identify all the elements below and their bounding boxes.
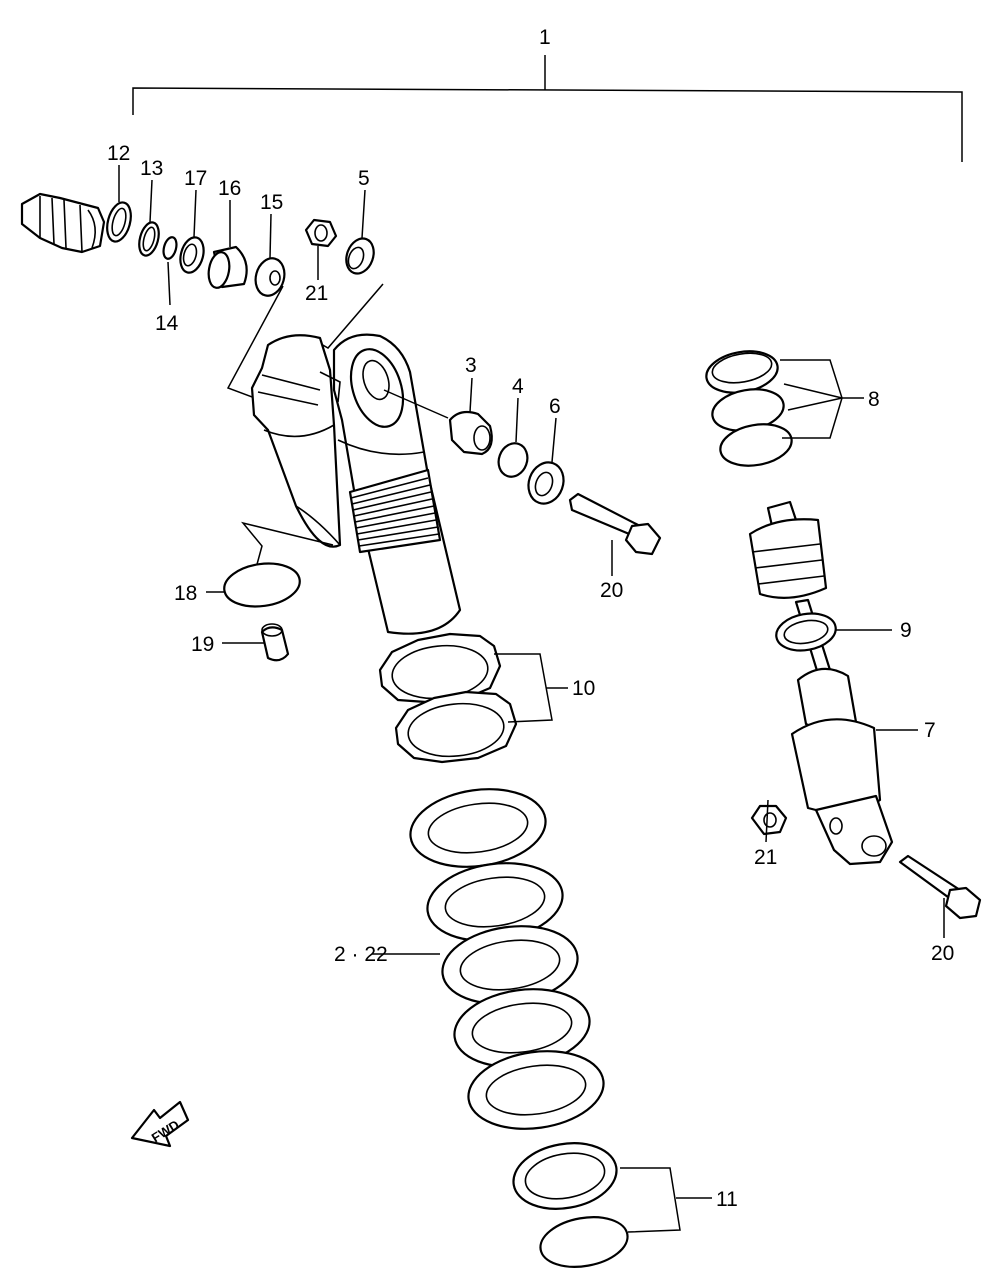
label-part-19: 19 xyxy=(191,633,214,656)
part-6-washer xyxy=(527,461,565,505)
part-10-lock-nuts xyxy=(378,632,518,764)
label-part-6: 6 xyxy=(549,395,561,418)
part-19-cap xyxy=(260,623,290,662)
label-part-16: 16 xyxy=(218,177,241,200)
label-part-11: 11 xyxy=(716,1188,738,1211)
label-part-21-top: 21 xyxy=(305,282,328,305)
part-8-bump-rubber xyxy=(705,350,793,467)
part-18-ring xyxy=(223,562,301,608)
label-part-18: 18 xyxy=(174,582,197,605)
part-20-bolt-right xyxy=(898,854,982,920)
part-12-o-ring xyxy=(106,201,132,243)
part-16-bushing xyxy=(207,245,248,289)
main-spring xyxy=(409,788,605,1130)
label-part-9: 9 xyxy=(900,619,912,642)
part-9-ring xyxy=(775,612,837,652)
label-part-1: 1 xyxy=(539,26,551,49)
part-labels: 1 12 13 14 17 16 15 5 21 3 4 6 20 8 9 7 … xyxy=(107,26,954,1211)
part-5-seal xyxy=(345,237,375,275)
label-part-21-right: 21 xyxy=(754,846,777,869)
label-part-2-22: 2 · 22 xyxy=(334,943,388,966)
label-part-3: 3 xyxy=(465,354,477,377)
part-4-clip xyxy=(497,442,529,478)
part-17-washer xyxy=(179,236,205,274)
part-21-nut-top xyxy=(304,218,338,248)
part-15-cap xyxy=(254,257,286,297)
label-part-7: 7 xyxy=(924,719,936,742)
label-part-15: 15 xyxy=(260,191,283,214)
part-11-spring-seats xyxy=(512,1142,629,1268)
label-part-12: 12 xyxy=(107,142,130,165)
label-part-17: 17 xyxy=(184,167,207,190)
part-14-o-ring xyxy=(162,236,178,260)
label-part-13: 13 xyxy=(140,157,163,180)
reservoir-body xyxy=(250,334,342,548)
part-3-bushing xyxy=(448,410,493,456)
damper-body xyxy=(319,333,462,635)
part-7-damper-rod xyxy=(748,500,894,866)
fwd-direction-arrow: FWD xyxy=(130,1100,190,1148)
leader-lines xyxy=(118,165,945,1233)
label-part-14: 14 xyxy=(155,312,179,335)
assembly-bracket xyxy=(132,55,963,162)
part-13-o-ring xyxy=(138,221,160,257)
label-part-8: 8 xyxy=(868,388,880,411)
damper-thread xyxy=(348,468,442,554)
part-21-nut-right xyxy=(750,804,788,836)
label-part-20-right: 20 xyxy=(931,942,954,965)
label-part-20-top: 20 xyxy=(600,579,623,602)
label-part-10: 10 xyxy=(572,677,595,700)
reservoir-end-cap xyxy=(20,192,106,254)
label-part-4: 4 xyxy=(512,375,524,398)
label-part-5: 5 xyxy=(358,167,370,190)
part-20-bolt-top xyxy=(568,492,662,556)
